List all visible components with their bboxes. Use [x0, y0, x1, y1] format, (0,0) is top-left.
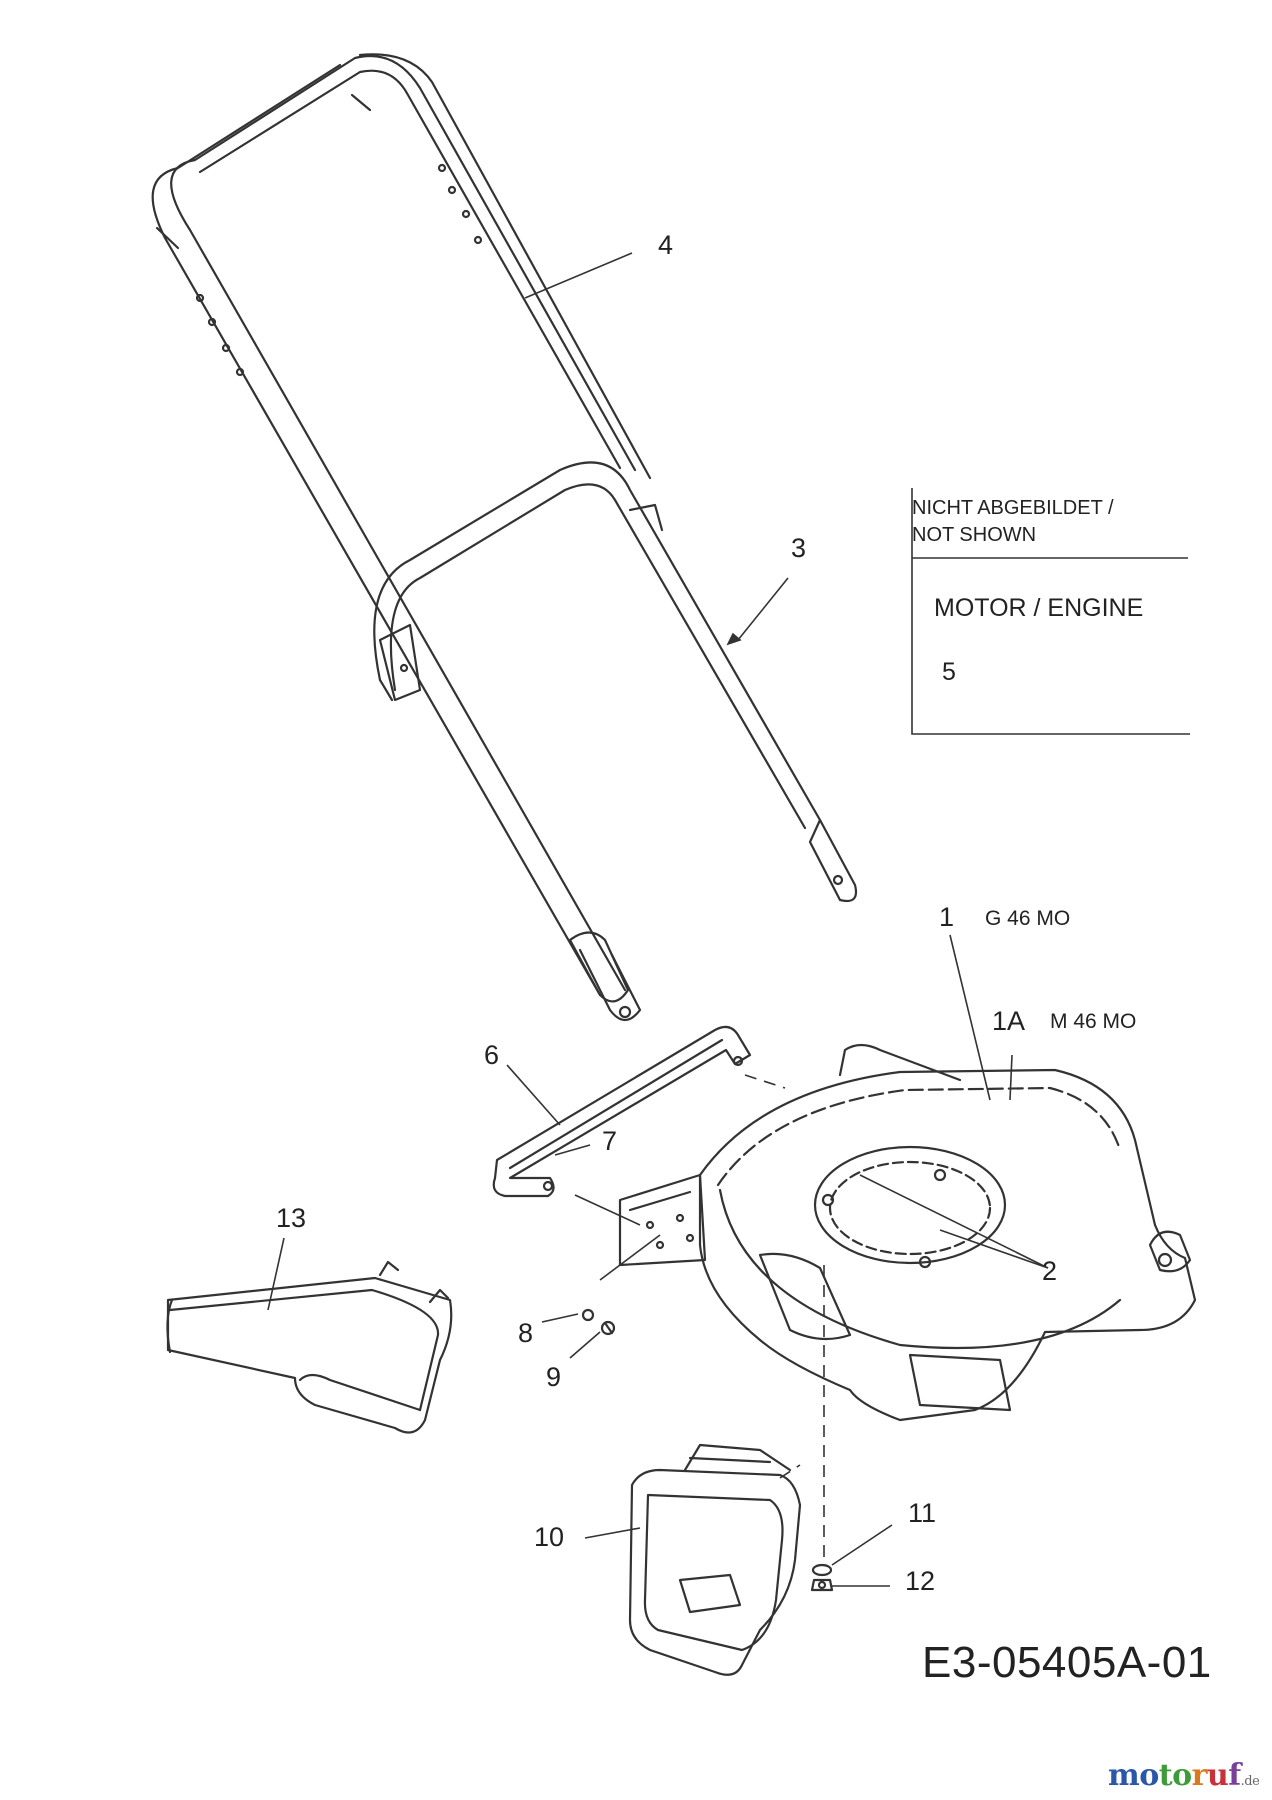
assembly-guide-lines: [744, 1074, 825, 1560]
callout-10: 10: [534, 1522, 565, 1552]
callout-13: 13: [276, 1203, 307, 1233]
notice-box-frame: [911, 488, 1190, 735]
logo-letter-t: t: [1158, 1758, 1173, 1793]
notice-header: NICHT ABGEBILDET / NOT SHOWN: [912, 495, 1114, 549]
drawing-code: E3-05405A-01: [922, 1638, 1212, 1687]
notice-engine-number: 5: [942, 658, 956, 686]
notice-engine-label: MOTOR / ENGINE: [934, 594, 1144, 622]
not-shown-notice-box: NICHT ABGEBILDET / NOT SHOWN MOTOR / ENG…: [912, 488, 1190, 734]
leader-2a: [939, 1229, 1049, 1269]
leader-10: [584, 1527, 641, 1539]
notice-header-line-2: NOT SHOWN: [912, 524, 1037, 546]
callout-1-model: G 46 MO: [985, 907, 1071, 930]
callout-8: 8: [518, 1318, 534, 1348]
callout-7: 7: [602, 1126, 618, 1156]
leader-11: [831, 1524, 893, 1566]
leader-9: [569, 1331, 601, 1359]
motoruf-logo: motoruf.de: [1108, 1758, 1260, 1793]
callout-1: 1: [939, 902, 955, 932]
callout-9: 9: [546, 1362, 562, 1392]
callout-3: 3: [791, 533, 807, 563]
logo-letter-o1: o: [1139, 1758, 1159, 1793]
leader-4: [524, 252, 633, 299]
upper-handle-part-4: [151, 53, 652, 1022]
leader-7: [554, 1144, 591, 1156]
logo-letter-r: r: [1191, 1758, 1208, 1793]
notice-header-line-1: NICHT ABGEBILDET /: [912, 497, 1114, 519]
logo-letter-m: m: [1108, 1758, 1140, 1793]
logo-letter-o2: o: [1172, 1758, 1192, 1793]
leader-1: [949, 934, 991, 1101]
logo-letter-u: u: [1206, 1758, 1229, 1793]
leader-bracket: [599, 1234, 661, 1281]
rear-flap-part-10: [628, 1443, 802, 1676]
discharge-chute-part-13: [166, 1260, 453, 1434]
callout-6: 6: [484, 1040, 500, 1070]
callout-4: 4: [658, 230, 674, 260]
rear-bracket-part-6: [492, 1025, 752, 1198]
lower-handle-part-3: [373, 461, 858, 903]
leader-2b: [859, 1174, 1049, 1269]
leader-6: [506, 1064, 561, 1126]
callout-11: 11: [908, 1498, 937, 1528]
leader-7b: [574, 1194, 641, 1226]
callout-leaders: [267, 252, 1049, 1587]
callout-12: 12: [905, 1566, 936, 1596]
callout-1a-model: M 46 MO: [1050, 1010, 1137, 1033]
mower-deck-part-1: [618, 1043, 1197, 1422]
leader-8: [541, 1313, 579, 1323]
leader-3: [737, 577, 789, 641]
callout-2: 2: [1042, 1256, 1058, 1286]
leader-1a: [1009, 1054, 1013, 1101]
hardware-parts-8-9-11-12: [581, 1308, 834, 1592]
logo-domain: .de: [1240, 1774, 1260, 1789]
leader-13: [267, 1237, 285, 1311]
logo-letter-f: f: [1228, 1758, 1241, 1793]
callout-1a: 1A: [992, 1006, 1026, 1036]
